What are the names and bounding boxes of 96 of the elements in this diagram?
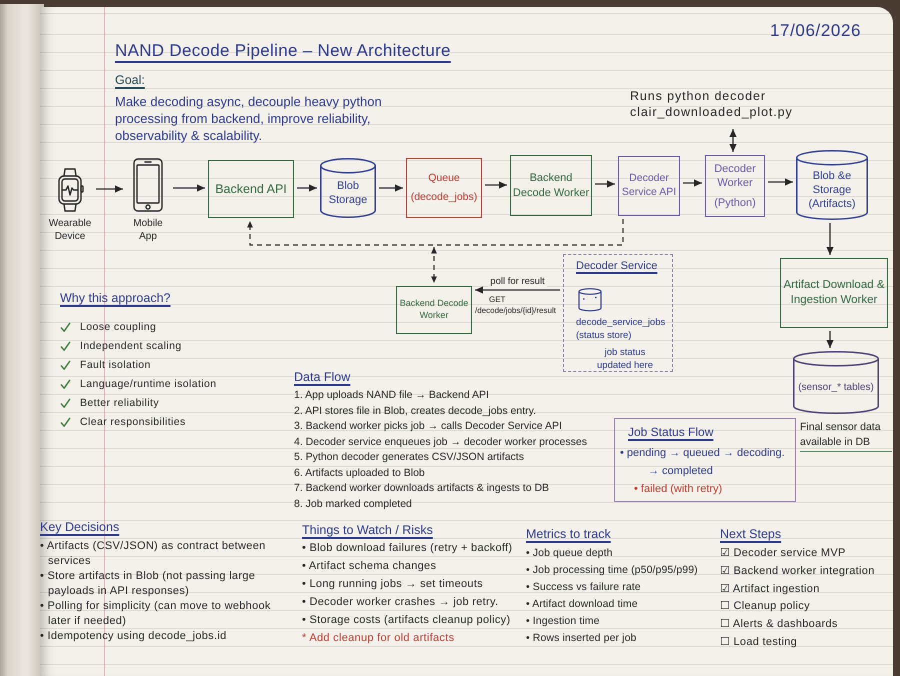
list-item: • Artifacts (CSV/JSON) as contract between services [40,539,267,569]
dashed-group-box [563,254,673,372]
list-item: 6. Artifacts uploaded to Blob [294,466,425,480]
process-box [406,158,482,218]
section-heading: Next Steps [720,526,782,542]
arrow [768,178,793,186]
arrow [475,286,560,294]
list-item: Loose coupling [80,320,156,335]
list-item: Language/runtime isolation [80,377,216,392]
arrow [379,184,403,192]
process-box [780,258,888,328]
node-label: Blob Storage [328,178,368,208]
node-label: Backend API [215,180,287,198]
date-text: 17/06/2026 [770,20,862,42]
node-label: Backend Decode Worker [398,298,470,322]
status-item: • pending → queued → decoding. → completed [620,446,786,479]
section-heading: Things to Watch / Risks [302,522,433,538]
group-note: job status updated here [596,346,654,372]
page-title: NAND Decode Pipeline – New Architecture [115,40,451,62]
endpoint-label: GET /decode/jobs/{id}/result [475,294,557,316]
arrow [485,181,507,189]
list-item: * Add cleanup for old artifacts [302,631,454,646]
device-label: Mobile App [132,218,164,243]
list-item: • Polling for simplicity (can move to webhook later if needed) [40,599,272,629]
list-item: • Ingestion time [526,614,600,629]
list-item: Better reliability [80,396,159,411]
list-item: Independent scaling [80,339,182,354]
process-box [705,155,765,217]
database-cylinder [320,158,376,218]
list-item: • Blob download failures (retry + backoff) [302,541,512,556]
arrow [173,184,205,192]
process-box [208,160,294,218]
list-item: ☐ Alerts & dashboards [720,617,838,632]
double-arrow [729,129,737,152]
list-item: • Job processing time (p50/p95/p99) [526,563,698,578]
arrow [595,180,615,188]
goal-text: Make decoding async, decouple heavy python processing from backend, improve reliability, observability & scalability. [115,93,383,144]
node-label: Queue [428,172,460,186]
list-item: • Decoder worker crashes → job retry. [302,595,498,610]
node-label: Artifact Download & Ingestion Worker [782,278,886,308]
list-item: 4. Decoder service enqueues job → decoder worker processes [294,434,587,450]
arrow [826,331,834,348]
list-item: • Artifact download time [526,597,638,612]
list-item: • Store artifacts in Blob (not passing large payloads in API responses) [40,569,256,599]
arrow [826,223,834,255]
list-item: • Rows inserted per job [526,631,636,646]
list-item: 8. Job marked completed [294,496,412,512]
list-item: ☑ Artifact ingestion [720,582,820,597]
edge-label: poll for result [488,276,547,288]
section-heading: Why this approach? [60,290,170,306]
node-label: (Python) [714,196,756,210]
list-item: • Idempotency using decode_jobs.id [40,629,227,644]
process-box [396,286,472,334]
list-item: ☑ Decoder service MVP [720,546,846,561]
node-label: Blob &e Storage (Artifacts) [807,168,857,212]
box-heading: Job Status Flow [628,424,714,440]
list-item: ☐ Cleanup policy [720,599,810,614]
list-item: ☐ Load testing [720,634,798,650]
list-item: • Success vs failure rate [526,580,641,595]
section-heading: Goal: [115,72,145,88]
list-item: • Long running jobs → set timeouts [302,577,483,592]
section-heading: Key Decisions [40,519,120,535]
caption-text: Final sensor data available in DB [800,420,892,452]
node-label: Decoder Service API [620,172,678,200]
annotation-text: Runs python decoder clair_downloaded_plot.py [630,88,794,120]
section-heading: Data Flow [294,369,350,385]
list-item: ☑ Backend worker integration [720,564,875,579]
list-item: 5. Python decoder generates CSV/JSON artifacts [294,450,524,465]
list-item: Fault isolation [80,358,151,373]
node-label: Backend Decode Worker [512,171,590,200]
list-item: • Storage costs (artifacts cleanup policy) [302,613,510,628]
list-item: 2. API stores file in Blob, creates decode_jobs entry. [294,404,536,418]
database-cylinder [793,351,879,414]
list-item: 7. Backend worker downloads artifacts & ingests to DB [294,481,550,496]
dashed-arrow [247,219,624,246]
group-note: decode_service_jobs (status store) [576,316,666,342]
arrow [297,184,317,192]
list-item: Clear responsibilities [80,415,186,430]
device-label: Wearable Device [48,218,92,243]
node-label: (decode_jobs) [410,190,478,204]
arrow [683,179,702,187]
list-item: 3. Backend worker picks job → calls Decoder Service API [294,419,562,434]
list-item: 1. App uploads NAND file → Backend API [294,388,489,403]
dashed-arrow [431,247,437,283]
list-item: • Job queue depth [526,546,613,561]
database-cylinder [796,150,868,220]
list-item: • Artifact schema changes [302,559,436,574]
arrow [96,185,123,193]
note-box [614,418,796,502]
node-label: Decoder Worker [713,162,757,191]
process-box [618,156,680,216]
section-heading: Metrics to track [526,526,611,542]
node-label: (sensor_* tables) [798,381,874,394]
status-item: • failed (with retry) [634,482,724,497]
group-heading: Decoder Service [576,259,658,274]
process-box [510,155,592,216]
